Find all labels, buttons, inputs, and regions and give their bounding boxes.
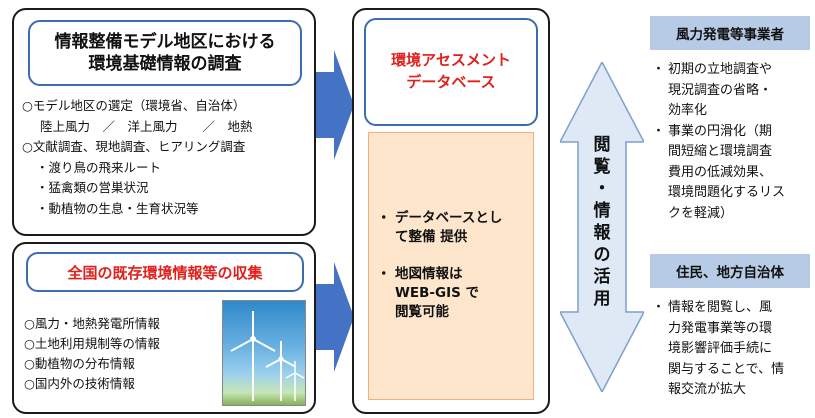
database-title-line2: データベース bbox=[406, 73, 496, 91]
database-title-line1: 環境アセスメント bbox=[391, 51, 511, 70]
feature-item: ・ 地図情報は WEB-GIS で 閲覧可能 bbox=[377, 266, 480, 320]
collect-line: ○国内外の技術情報 bbox=[24, 376, 135, 391]
survey-line: 陸上風力 ／ 洋上風力 ／ 地熱 bbox=[40, 118, 253, 134]
collect-box: 全国の既存環境情報等の収集 ○風力・地熱発電所情報 ○土地利用規制等の情報 ○動… bbox=[12, 242, 316, 414]
survey-title-line1: 情報整備モデル地区における bbox=[54, 31, 276, 52]
collect-line: ○動植物の分布情報 bbox=[24, 356, 135, 371]
list-item: ・ 情報を閲覧し、風 力発電事業等の環 境影響評価手続に 関与することで、情 報… bbox=[652, 300, 785, 397]
database-box: 環境アセスメント データベース ・ データベースとし て整備 提供 ・ 地図情報… bbox=[352, 8, 550, 414]
usage-arrow bbox=[560, 62, 644, 392]
arrow-right-icon bbox=[316, 262, 354, 372]
survey-title: 情報整備モデル地区における 環境基礎情報の調査 bbox=[28, 20, 302, 86]
arrow-right-icon bbox=[316, 50, 354, 160]
residents-header: 住民、地方自治体 bbox=[650, 254, 810, 288]
usage-arrow-label: 閲 覧 ・ 情 報 の 活 用 bbox=[593, 135, 611, 309]
survey-line: ・渡り鳥の飛来ルート bbox=[36, 159, 162, 175]
database-features-panel: ・ データベースとし て整備 提供 ・ 地図情報は WEB-GIS で 閲覧可能 bbox=[368, 132, 534, 400]
collect-title: 全国の既存環境情報等の収集 bbox=[26, 252, 304, 292]
collect-line: ○風力・地熱発電所情報 bbox=[24, 316, 160, 331]
feature-item: ・ データベースとし て整備 提供 bbox=[377, 210, 503, 245]
collect-line: ○土地利用規制等の情報 bbox=[24, 336, 160, 351]
survey-line: ・猛禽類の営巣状況 bbox=[36, 180, 149, 195]
residents-list: ・ 情報を閲覧し、風 力発電事業等の環 境影響評価手続に 関与することで、情 報… bbox=[652, 298, 815, 401]
survey-line: ・動植物の生息・生育状況等 bbox=[36, 200, 199, 216]
list-item: ・ 初期の立地調査や 現況調査の省略・ 効率化 bbox=[652, 62, 773, 118]
list-item: ・ 事業の円滑化（期 間短縮と環境調査 費用の低減効果、 環境問題化するリス ク… bbox=[652, 123, 786, 221]
survey-title-line2: 環境基礎情報の調査 bbox=[88, 54, 242, 74]
collect-list: ○風力・地熱発電所情報 ○土地利用規制等の情報 ○動植物の分布情報 ○国内外の技… bbox=[24, 314, 160, 394]
database-title: 環境アセスメント データベース bbox=[364, 18, 538, 126]
survey-list: ○モデル地区の選定（環境省、自治体） 陸上風力 ／ 洋上風力 ／ 地熱 ○文献調… bbox=[22, 96, 253, 219]
wind-turbine-photo bbox=[222, 300, 306, 406]
wind-operators-header: 風力発電等事業者 bbox=[650, 16, 810, 50]
wind-operators-list: ・ 初期の立地調査や 現況調査の省略・ 効率化 ・ 事業の円滑化（期 間短縮と環… bbox=[652, 60, 815, 224]
survey-line: ○文献調査、現地調査、ヒアリング調査 bbox=[22, 139, 246, 154]
survey-line: ○モデル地区の選定（環境省、自治体） bbox=[22, 98, 246, 113]
survey-box: 情報整備モデル地区における 環境基礎情報の調査 ○モデル地区の選定（環境省、自治… bbox=[12, 8, 316, 236]
